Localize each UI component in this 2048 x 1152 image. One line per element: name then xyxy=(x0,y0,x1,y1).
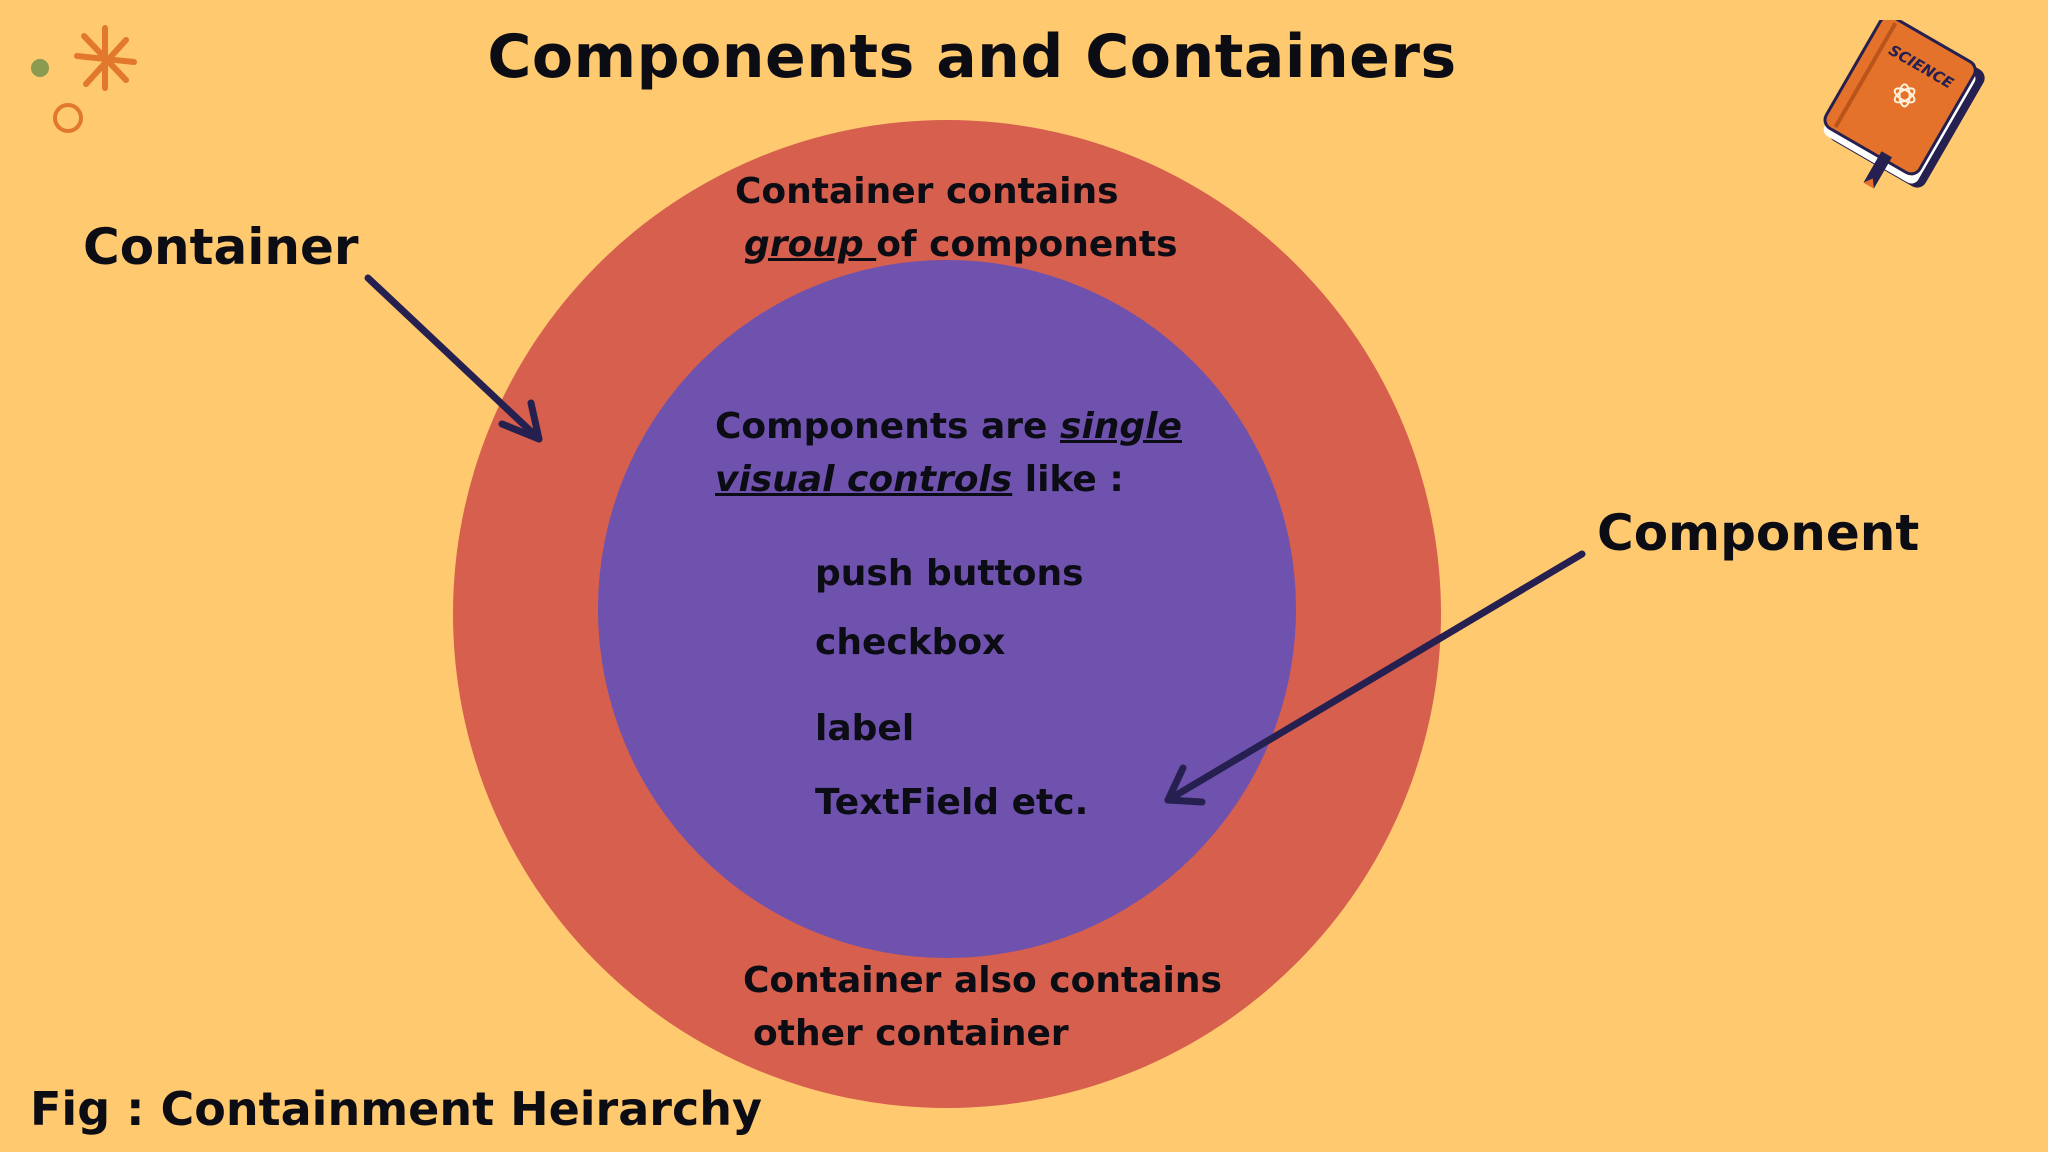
components-intro: Components are xyxy=(715,406,1061,447)
components-definition: Components are single visual controls li… xyxy=(715,400,1182,506)
components-line2: visual controls like : xyxy=(715,453,1182,506)
outer-bottom-line1: Container also contains xyxy=(743,960,1222,1001)
like-text: like : xyxy=(1012,459,1124,500)
outer-top-text: Container contains group of components xyxy=(735,165,1178,271)
single-emphasis: single xyxy=(1060,406,1182,447)
component-inner-circle xyxy=(598,260,1296,958)
arrow-icon xyxy=(364,274,543,443)
outer-top-line1: Container contains xyxy=(735,171,1119,212)
page-title: Components and Containers xyxy=(487,22,1457,92)
dot-doodle xyxy=(31,59,49,77)
outer-bottom-text: Container also contains other container xyxy=(743,954,1222,1060)
outer-top-rest: of components xyxy=(876,224,1178,265)
outer-top-line2: group of components xyxy=(735,218,1178,271)
ring-doodle xyxy=(53,103,83,133)
doodle-decoration xyxy=(31,25,137,133)
component-item: label xyxy=(815,708,915,749)
outer-bottom-line2: other container xyxy=(753,1013,1069,1054)
container-label: Container xyxy=(83,218,359,276)
science-book-icon: SCIENCE xyxy=(1823,20,1985,189)
group-emphasis: group xyxy=(744,224,877,265)
asterisk-doodle xyxy=(74,25,137,91)
arrow-icon xyxy=(1164,550,1586,806)
component-label: Component xyxy=(1597,504,1920,562)
figure-caption: Fig : Containment Heirarchy xyxy=(30,1082,762,1136)
visual-controls-emphasis: visual controls xyxy=(715,459,1013,500)
components-line1: Components are single xyxy=(715,400,1182,453)
component-item: push buttons xyxy=(815,553,1084,594)
component-item: checkbox xyxy=(815,622,1006,663)
component-item: TextField etc. xyxy=(815,782,1089,823)
